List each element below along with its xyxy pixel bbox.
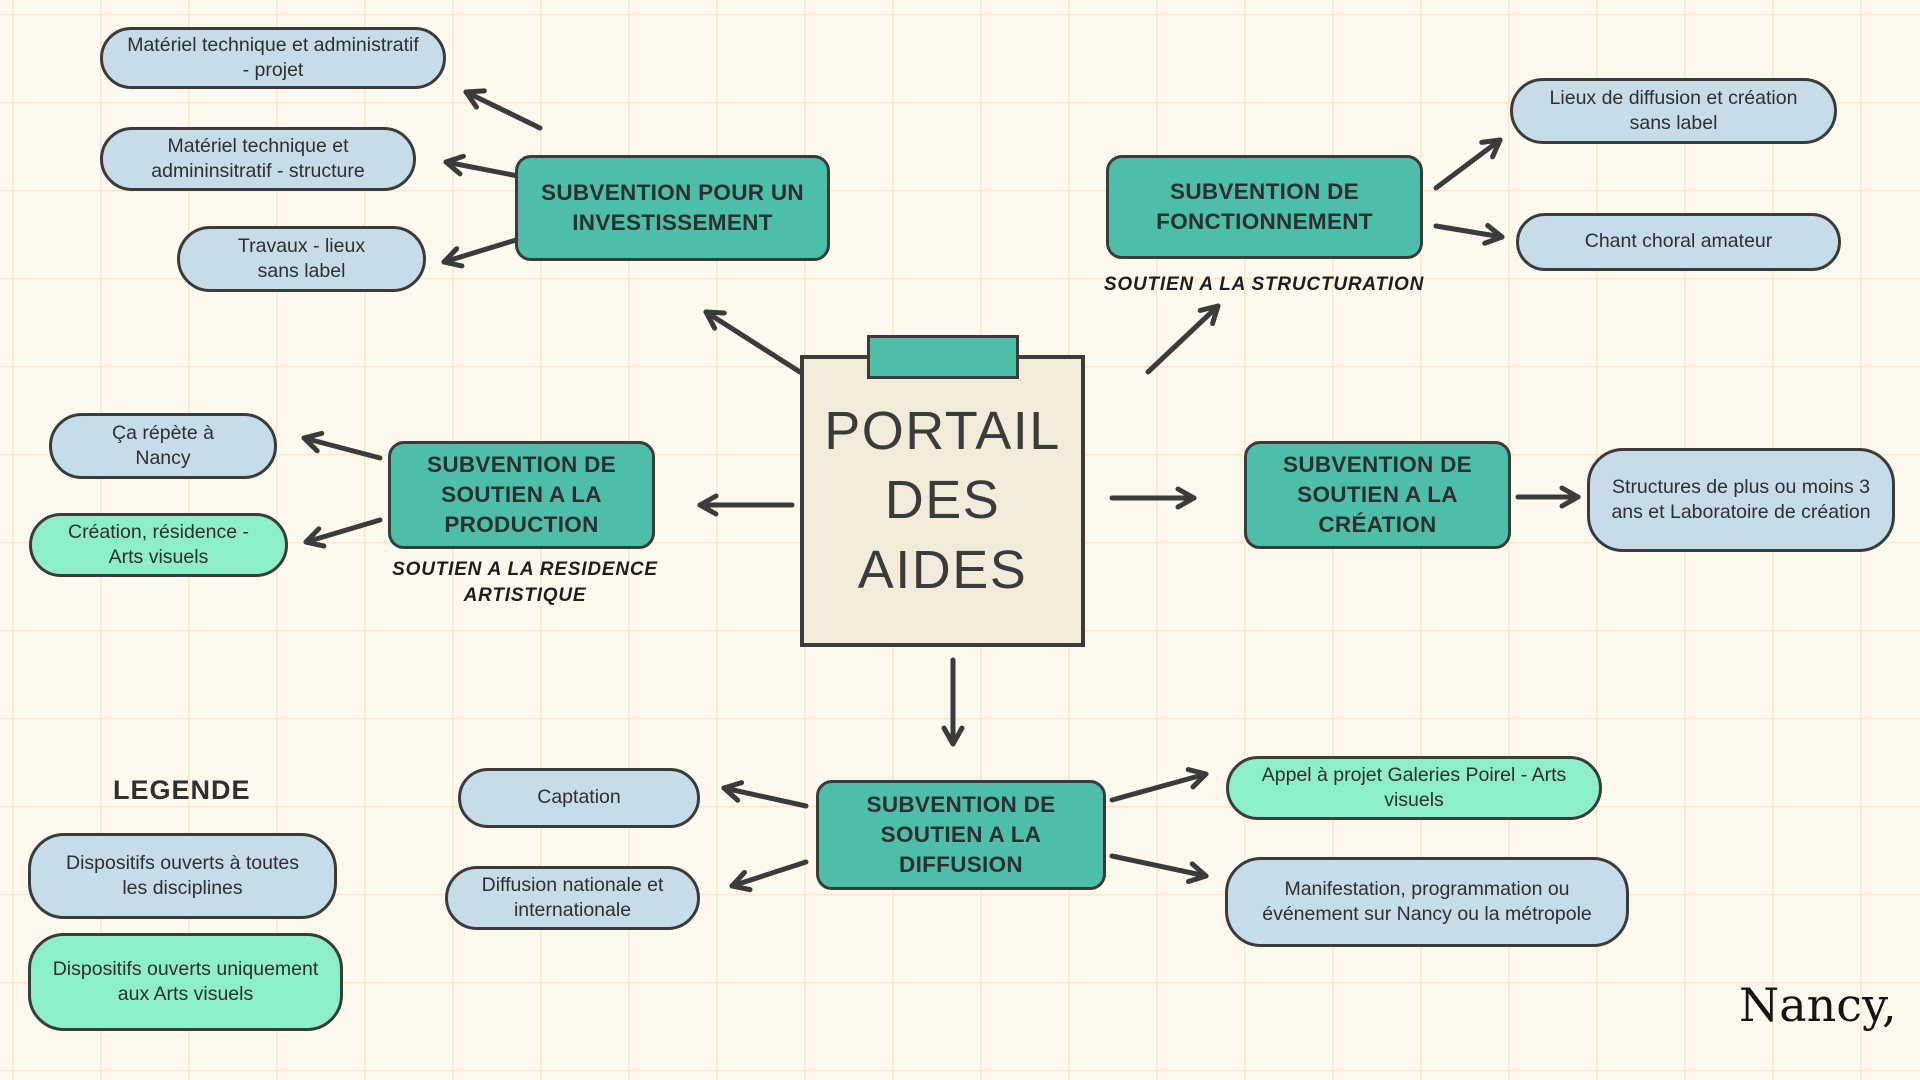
arrow-investissement-to-materiel-projet [463,88,543,131]
branch-investissement: SUBVENTION POUR UN INVESTISSEMENT [515,155,830,261]
nancy-logo: Nancy, [1739,978,1897,1032]
arrow-fonctionnement-to-chant [1433,222,1505,246]
leaf-lieux-diffusion: Lieux de diffusion et création sans labe… [1510,78,1837,144]
leaf-travaux: Travaux - lieux sans label [177,226,426,292]
arrow-diffusion-to-diffusion-nationale [729,859,809,893]
leaf-manifestation: Manifestation, programmation ou événemen… [1225,857,1629,947]
leaf-captation: Captation [458,768,700,828]
leaf-materiel-structure: Matériel technique et admininsitratif - … [100,127,416,191]
arrow-fonctionnement-to-lieux [1433,137,1503,191]
clipboard-tab [866,335,1019,379]
arrow-diffusion-to-manifestation [1109,853,1209,884]
leaf-ca-repete: Ça répète à Nancy [49,413,277,479]
arrow-investissement-to-materiel-structure [443,153,521,179]
leaf-materiel-projet: Matériel technique et administratif - pr… [100,27,446,89]
arrow-investissement-to-travaux [441,237,519,269]
subtitle-structuration: SOUTIEN A LA STRUCTURATION [1103,274,1425,295]
leaf-diffusion-nationale: Diffusion nationale et internationale [445,866,700,930]
branch-diffusion: SUBVENTION DE SOUTIEN A LA DIFFUSION [816,780,1106,890]
legend-item-toutes-disciplines: Dispositifs ouverts à toutes les discipl… [28,833,337,919]
leaf-appel-galeries-poirel: Appel à projet Galeries Poirel - Arts vi… [1226,756,1602,820]
arrow-center-to-fonctionnement [1145,303,1221,375]
center-title-line-1: PORTAIL [824,401,1061,462]
leaf-chant-choral: Chant choral amateur [1516,213,1841,271]
arrow-diffusion-to-captation [721,780,809,809]
arrow-production-to-creation-residence [303,517,383,549]
center-title: PORTAIL DES AIDES [824,397,1061,604]
leaf-creation-residence: Création, résidence - Arts visuels [29,513,288,577]
subtitle-residence-artistique: SOUTIEN A LA RESIDENCE ARTISTIQUE [392,559,658,606]
arrow-center-to-investissement [703,309,803,375]
arrow-diffusion-to-appel [1109,767,1209,803]
branch-creation: SUBVENTION DE SOUTIEN A LA CRÉATION [1244,441,1511,549]
branch-fonctionnement: SUBVENTION DE FONCTIONNEMENT [1106,155,1423,259]
arrow-production-to-ca-repete [301,430,383,461]
center-title-line-2: DES [884,470,1001,531]
branch-production: SUBVENTION DE SOUTIEN A LA PRODUCTION [388,441,655,549]
center-node-portail-des-aides: PORTAIL DES AIDES [800,335,1085,647]
legend-item-arts-visuels: Dispositifs ouverts uniquement aux Arts … [28,933,343,1031]
center-title-line-3: AIDES [857,539,1028,600]
legend-title: LEGENDE [113,775,251,805]
leaf-structures-laboratoire: Structures de plus ou moins 3 ans et Lab… [1587,448,1895,552]
